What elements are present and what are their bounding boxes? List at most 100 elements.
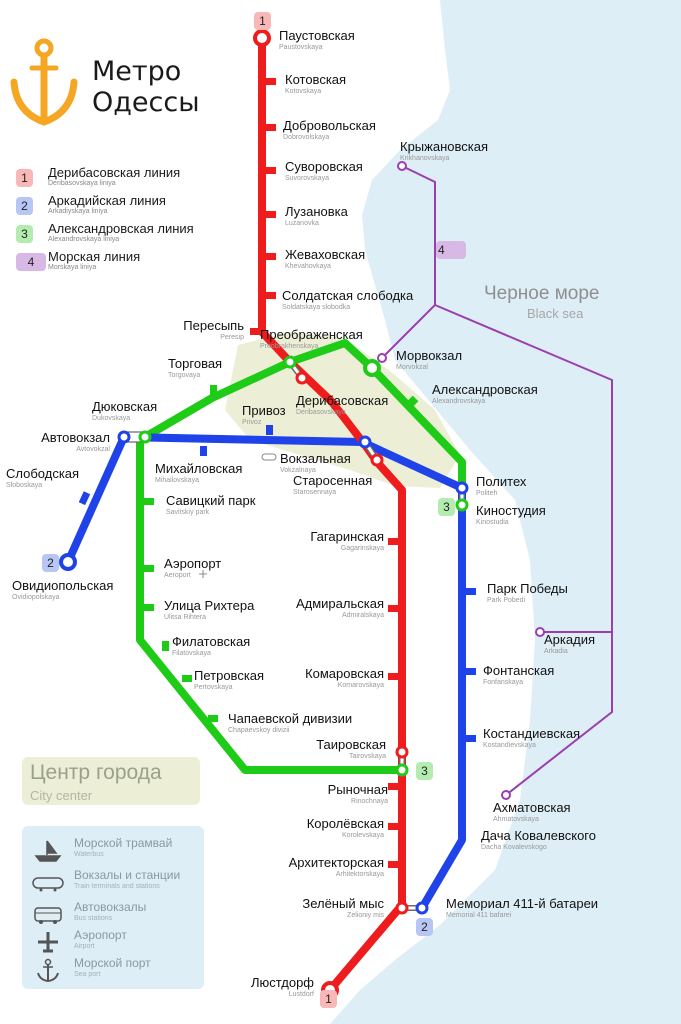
airplane-icon	[38, 932, 58, 953]
station-name-en: Ulitsa Rihtera	[164, 614, 207, 621]
facility-name: Аэропорт	[74, 928, 127, 942]
station-name-en: Dobrovolskaya	[283, 134, 330, 141]
station-name-en: Kotovskaya	[285, 88, 322, 95]
station-name: Добровольская	[283, 118, 376, 133]
line-blue	[64, 433, 466, 911]
station-name-en: Kinostudia	[476, 519, 509, 526]
station-name: Лузановка	[285, 204, 348, 219]
station-name: Слободская	[6, 466, 80, 481]
legend-badge: 3	[16, 225, 33, 243]
station-name: Аркадия	[544, 632, 595, 647]
title-line-1: Метро	[92, 56, 182, 87]
line-purple	[381, 165, 613, 796]
station-name-en: Vokzalnaya	[280, 467, 316, 474]
facility-sub: Airport	[74, 943, 95, 950]
station-name: Киностудия	[476, 503, 546, 518]
facility-sub: Train terminals and stations	[74, 883, 160, 890]
station-name: Рыночная	[327, 782, 388, 797]
city-center-title: Центр города	[30, 761, 162, 784]
transfer-nodes	[117, 355, 469, 915]
station-name: Морвокзал	[396, 348, 463, 363]
anchor-icon	[37, 958, 59, 982]
station-name: Дача Ковалевского	[481, 828, 596, 843]
title-line-2: Одессы	[92, 87, 200, 118]
station-name: Таировская	[316, 737, 386, 752]
train-icon	[32, 877, 64, 892]
legend-sub: Arkadiyskaya liniya	[48, 208, 108, 215]
station-name-en: Fonfanskaya	[483, 679, 524, 686]
station-name-en: Ahmatovskaya	[493, 816, 539, 823]
facility-sub: Waterbus	[74, 851, 104, 858]
line-badge: 1	[254, 12, 271, 30]
station-name: Овидиопольская	[12, 578, 114, 593]
bus-icon	[34, 907, 62, 924]
station-name-en: Memorial 411 bafarei	[446, 912, 512, 919]
facility-name: Автовокзалы	[74, 900, 147, 914]
station-name-en: Filatovskaya	[172, 650, 211, 657]
station-name-en: Krikhanovskaya	[400, 155, 450, 162]
station-name: Михайловская	[155, 461, 243, 476]
facility-name: Морской трамвай	[74, 836, 173, 850]
facility-sub: Sea port	[74, 971, 101, 978]
station-name: Политех	[476, 474, 527, 489]
red-station-ticks	[250, 78, 398, 868]
station-name: Александровская	[432, 382, 538, 397]
sea-label: Черное море	[484, 283, 600, 304]
legend-badge: 1	[16, 169, 33, 187]
station-name: Филатовская	[172, 634, 251, 649]
line-badge: 3	[416, 762, 433, 780]
station-name-en: Peresip	[220, 334, 244, 341]
